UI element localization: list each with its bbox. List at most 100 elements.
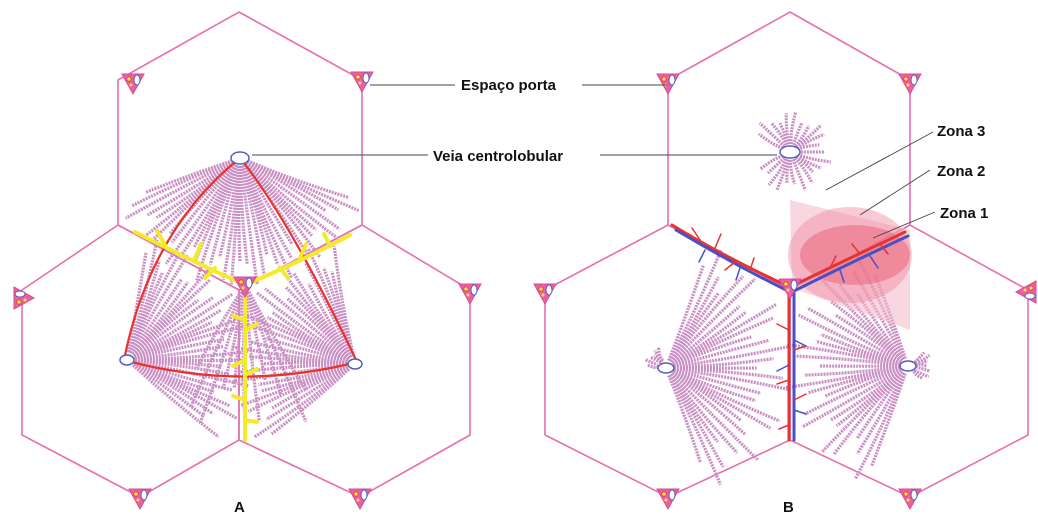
portal-triad-icon: [128, 488, 152, 511]
portal-triad-icon: [778, 278, 802, 301]
hepatic-cord: [796, 132, 825, 150]
hepatic-cord: [757, 132, 784, 150]
hepatic-cord: [134, 359, 231, 377]
hepatic-cord: [775, 159, 789, 192]
hepatic-cord: [793, 157, 814, 184]
panel-label-a: A: [234, 499, 245, 516]
hepatic-cord: [806, 306, 902, 364]
hepatic-cord: [758, 121, 786, 148]
label-zona-1: Zona 1: [940, 205, 988, 222]
annotations: Espaço porta Veia centrolobular Zona 3 Z…: [252, 77, 988, 239]
hepatic-cord: [649, 355, 662, 365]
hepatic-cord: [129, 254, 180, 354]
hepatic-cord: [912, 370, 924, 380]
hepatic-cord: [221, 165, 241, 281]
portal-triad-icon: [898, 488, 922, 511]
hepatic-cord: [127, 238, 159, 353]
hepatic-cord: [767, 158, 788, 187]
hepatic-cord: [667, 264, 706, 362]
hepatic-cord: [261, 361, 348, 366]
hepatic-cord: [797, 152, 831, 164]
hepatic-cord: [835, 369, 903, 428]
panel-a: A: [13, 11, 482, 516]
portal-triads-b: [533, 73, 1037, 511]
hepatic-cord: [240, 165, 269, 256]
portal-triad-icon: [458, 283, 482, 306]
hepatic-cord: [246, 160, 327, 213]
hepatic-cord: [243, 163, 311, 258]
hepatic-cord: [778, 122, 789, 145]
hepatic-cord: [155, 161, 235, 219]
hepatic-cord: [241, 165, 280, 266]
portal-triad-icon: [898, 73, 922, 96]
hepatic-cord: [247, 291, 308, 392]
hepatic-cord: [759, 154, 784, 171]
hepatic-cord: [217, 165, 240, 258]
central-vein-icon: [230, 151, 250, 165]
hepatic-cord: [795, 123, 823, 149]
hepatic-cord: [667, 374, 722, 486]
hepatic-cord: [307, 248, 354, 358]
leader-zone-2: [859, 169, 931, 216]
hepatic-cord: [242, 312, 349, 363]
hepatic-cord: [672, 316, 774, 367]
hepatic-cord: [132, 363, 220, 439]
portal-triads-a: [13, 71, 482, 511]
hepatic-cord: [145, 159, 233, 194]
hepatic-cord: [913, 351, 926, 363]
hepatic-cord: [644, 358, 661, 367]
hepatic-cord: [672, 303, 777, 366]
hepatic-cord: [198, 292, 245, 425]
hepatic-cord: [264, 287, 350, 361]
label-zona-2: Zona 2: [937, 163, 985, 180]
hepatic-cord: [146, 160, 235, 217]
hepatic-cord: [670, 277, 757, 364]
leader-zone-3: [825, 131, 934, 191]
hepatic-cord: [237, 165, 242, 263]
hepatic-cord: [672, 335, 752, 367]
portal-branches-b: [670, 223, 910, 442]
hepatic-cord: [832, 371, 905, 456]
portal-triad-icon: [533, 283, 557, 306]
hepatic-cord: [129, 253, 190, 354]
label-espaco-porta: Espaço porta: [461, 77, 557, 94]
hepatic-cord: [128, 272, 164, 354]
hepatic-cord: [669, 373, 719, 443]
hepatic-cord: [766, 156, 786, 175]
hepatic-cord: [271, 311, 349, 362]
hepatic-cord: [673, 343, 795, 369]
hepatic-cord: [261, 364, 348, 393]
hepatic-cord: [245, 161, 340, 240]
hepatic-cord: [265, 366, 350, 421]
hepatic-cord: [249, 340, 348, 364]
hepatic-cord: [815, 339, 901, 366]
hepatic-cord: [673, 338, 770, 368]
hepatic-cord: [673, 367, 792, 392]
hepatic-cord: [770, 121, 788, 146]
hepatic-cord: [133, 319, 236, 359]
hepatic-cord: [785, 159, 791, 184]
portal-triad-icon: [656, 73, 680, 96]
panel-b: B: [533, 11, 1037, 516]
hepatic-cord: [667, 374, 703, 464]
portal-triad-icon: [233, 276, 257, 299]
hepatic-cord: [246, 291, 308, 423]
hepatic-cord: [668, 374, 725, 468]
hepatic-cord: [253, 367, 350, 439]
hepatic-cord: [247, 365, 349, 413]
hepatic-cord: [132, 298, 200, 357]
hepatic-cord: [671, 310, 747, 365]
hepatic-cord: [671, 371, 747, 437]
hepatic-cord: [134, 358, 245, 363]
hepatic-cord: [134, 337, 225, 360]
hepatic-cord: [855, 372, 906, 455]
lobule-outline-right: [238, 224, 471, 498]
hepatic-cord: [258, 364, 348, 387]
portal-triad-icon: [1014, 280, 1037, 304]
hepatic-cord: [132, 292, 234, 358]
hepatic-cord: [330, 271, 355, 357]
hepatic-cord: [673, 368, 762, 395]
hepatic-cord: [255, 291, 350, 361]
hepatic-cord: [667, 249, 723, 362]
